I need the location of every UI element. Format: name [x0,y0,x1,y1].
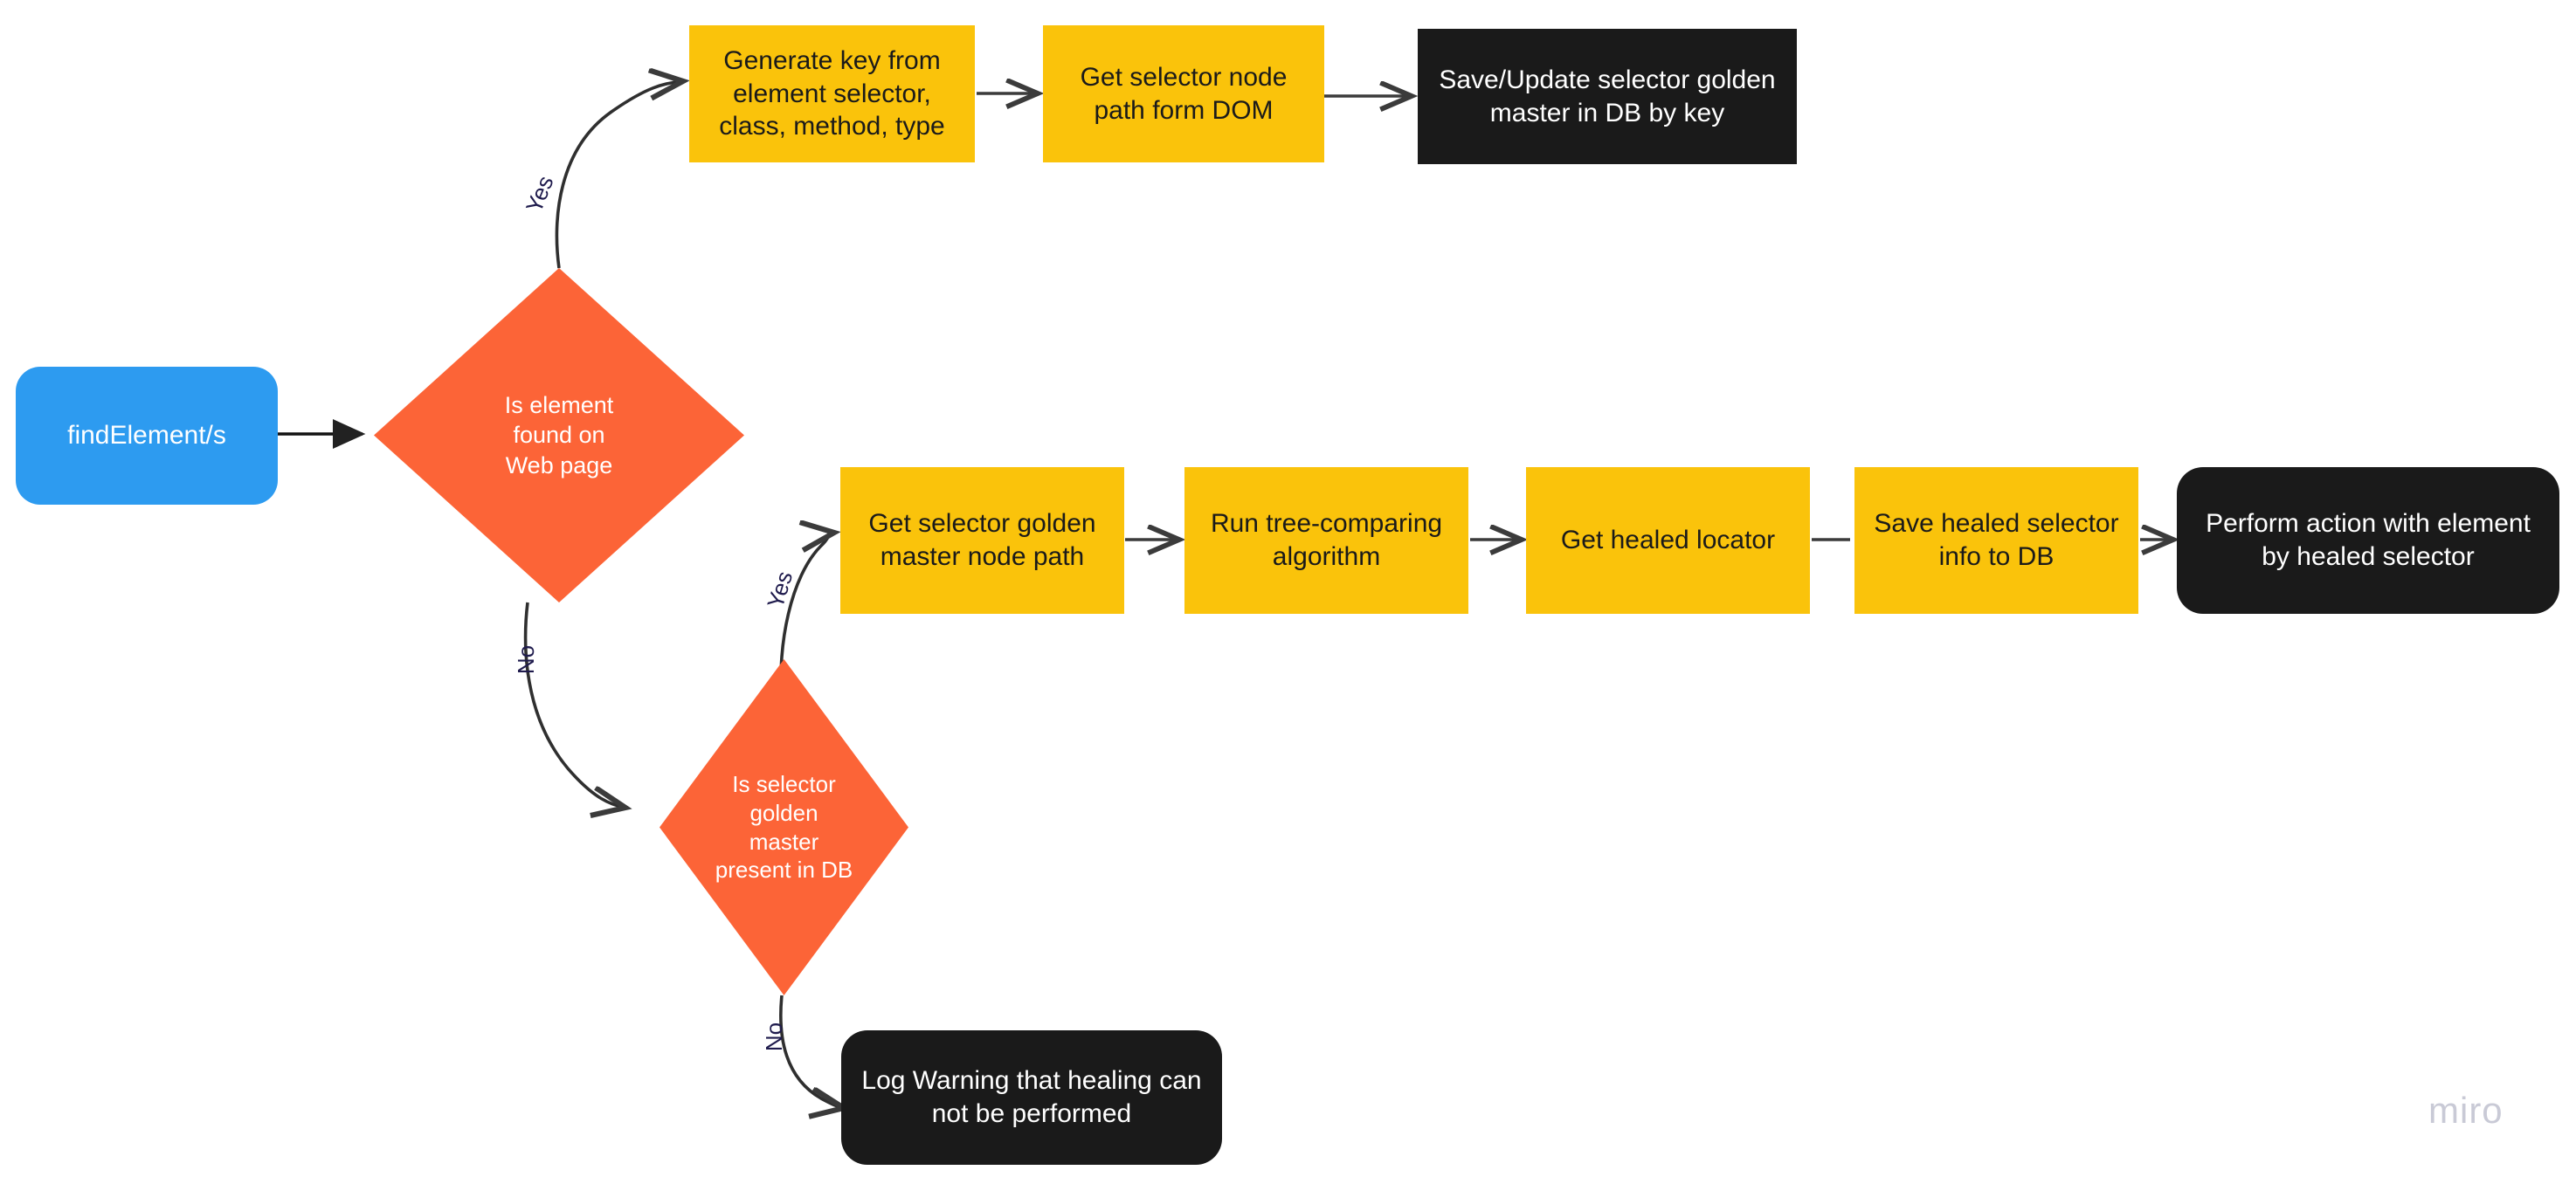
node-save-healed-info[interactable]: Save healed selector info to DB [1854,467,2138,614]
node-get-healed-locator-label: Get healed locator [1560,526,1776,555]
edge-label-golden-master-no: No [761,1022,788,1052]
node-get-healed-locator[interactable]: Get healed locator [1526,467,1810,614]
node-log-warning[interactable]: Log Warning that healing can not be perf… [841,1030,1222,1165]
edge-decision-golden-master-no [779,995,844,1108]
node-decision-element-found-label: Is element found on Web page [504,392,614,478]
node-log-warning-label: Log Warning that healing can not be perf… [861,1066,1202,1128]
edge-decision-element-found-no [523,602,625,808]
node-decision-golden-master[interactable]: Is selector golden master present in DB [660,659,908,995]
node-get-golden-master-path-label: Get selector golden master node path [868,509,1096,571]
node-get-node-path-label: Get selector node path form DOM [1080,62,1288,125]
node-find-element[interactable]: findElement/s [16,367,278,505]
edge-label-element-found-yes: Yes [520,172,559,217]
node-find-element-label: findElement/s [67,421,226,451]
node-perform-action-label: Perform action with element by healed se… [2206,509,2531,571]
node-save-healed-info-label: Save healed selector info to DB [1874,509,2119,571]
node-decision-element-found[interactable]: Is element found on Web page [374,268,744,602]
node-run-tree-compare[interactable]: Run tree-comparing algorithm [1184,467,1468,614]
node-perform-action[interactable]: Perform action with element by healed se… [2177,467,2559,614]
node-save-golden-master[interactable]: Save/Update selector golden master in DB… [1418,29,1797,164]
node-generate-key[interactable]: Generate key from element selector, clas… [689,25,975,162]
node-get-golden-master-path[interactable]: Get selector golden master node path [840,467,1124,614]
node-generate-key-label: Generate key from element selector, clas… [719,45,945,141]
node-run-tree-compare-label: Run tree-comparing algorithm [1210,509,1443,571]
edge-label-element-found-no: No [513,644,540,675]
node-get-node-path[interactable]: Get selector node path form DOM [1043,25,1324,162]
node-decision-golden-master-label: Is selector golden master present in DB [715,771,853,884]
node-save-golden-master-label: Save/Update selector golden master in DB… [1439,65,1776,127]
edge-label-golden-master-yes: Yes [762,568,798,612]
miro-watermark: miro [2428,1090,2503,1131]
edge-decision-element-found-yes [555,81,683,269]
